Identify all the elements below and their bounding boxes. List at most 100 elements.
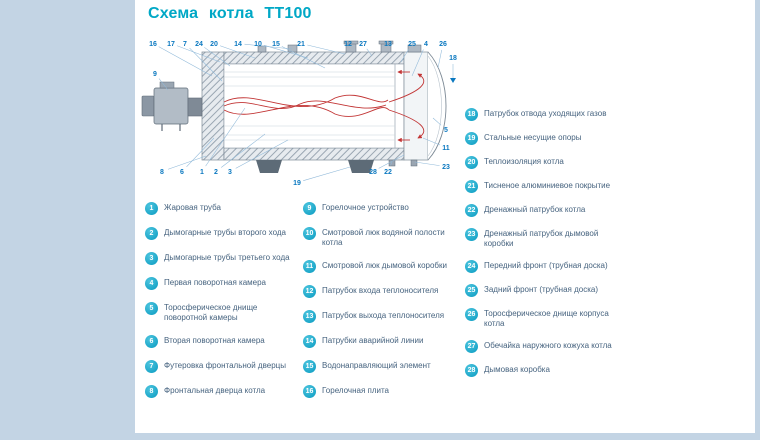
leader-line-27 [366, 48, 373, 57]
legend-number-badge: 18 [465, 108, 478, 121]
callout-number-1: 1 [200, 169, 204, 176]
leader-line-16 [158, 46, 213, 77]
leader-line-17 [177, 45, 221, 63]
legend-item-label: Дымогарные трубы третьего хода [164, 253, 290, 262]
legend-item-label: Патрубок выхода теплоносителя [322, 311, 445, 320]
torospherical-head [427, 51, 447, 161]
legend-number-badge: 13 [303, 310, 316, 323]
legend-item-label: Смотровой люк водяной полости котла [322, 228, 445, 247]
callout-number-25: 25 [408, 41, 416, 48]
legend-number-badge: 23 [465, 228, 478, 241]
boiler-shell [201, 51, 447, 161]
callout-number-6: 6 [180, 169, 184, 176]
flue-gas-arrow [450, 78, 456, 83]
leader-line-7 [189, 47, 223, 82]
legend-number-badge: 21 [465, 180, 478, 193]
burner [141, 81, 203, 131]
callout-number-14: 14 [234, 41, 242, 48]
legend-item-label: Дренажный патрубок дымовой коробки [484, 229, 599, 248]
legend-item-label: Смотровой люк дымовой коробки [322, 261, 447, 270]
callout-number-26: 26 [439, 41, 447, 48]
callout-number-21: 21 [297, 41, 305, 48]
leader-line-15 [281, 46, 326, 69]
leader-line-22 [390, 161, 393, 166]
top-fittings [257, 40, 422, 53]
leader-line-3 [235, 139, 289, 169]
support-legs [256, 160, 374, 173]
legend-item-23: 23 Дренажный патрубок дымовой коробки [465, 228, 615, 249]
legend-item-11: 11 Смотровой люк дымовой коробки [303, 260, 453, 273]
legend-item-21: 21 Тисненое алюминиевое покрытие [465, 180, 615, 193]
legend-item-label: Обечайка наружного кожуха котла [484, 341, 612, 350]
callout-number-7: 7 [183, 41, 187, 48]
callout-number-23: 23 [442, 164, 450, 171]
callout-number-17: 17 [167, 41, 175, 48]
callout-number-4: 4 [424, 41, 428, 48]
callout-number-11: 11 [442, 145, 450, 152]
legend-item-label: Дымогарные трубы второго хода [164, 228, 286, 237]
legend-item-25: 25 Задний фронт (трубная доска) [465, 284, 615, 297]
legend-number-badge: 25 [465, 284, 478, 297]
legend-item-14: 14 Патрубки аварийной линии [303, 335, 453, 348]
legend-number-badge: 24 [465, 260, 478, 273]
legend-item-20: 20 Теплоизоляция котла [465, 156, 615, 169]
legend-number-badge: 14 [303, 335, 316, 348]
callout-number-24: 24 [195, 41, 203, 48]
callout-number-9: 9 [153, 71, 157, 78]
flue-outlet [407, 44, 422, 53]
leader-line-6 [186, 137, 215, 167]
legend-item-label: Водонаправляющий элемент [322, 361, 431, 370]
leader-line-20 [220, 45, 256, 59]
callout-number-3: 3 [228, 169, 232, 176]
legend-number-badge: 5 [145, 302, 158, 315]
leader-line-19 [303, 166, 351, 181]
leader-line-8 [168, 155, 207, 170]
callout-number-15: 15 [272, 41, 280, 48]
callout-number-2: 2 [214, 169, 218, 176]
legend-number-badge: 6 [145, 335, 158, 348]
leader-line-25 [400, 48, 409, 63]
page-title: Схема котла ТТ100 [148, 5, 312, 22]
legend-item-label: Теплоизоляция котла [484, 157, 564, 166]
legend-number-badge: 10 [303, 227, 316, 240]
legend-item-3: 3 Дымогарные трубы третьего хода [145, 252, 295, 265]
callout-number-16: 16 [149, 41, 157, 48]
legend-item-label: Задний фронт (трубная доска) [484, 285, 598, 294]
legend-number-badge: 2 [145, 227, 158, 240]
callout-number-22: 22 [384, 169, 392, 176]
legend-item-label: Дренажный патрубок котла [484, 205, 586, 214]
callout-number-20: 20 [210, 41, 218, 48]
callout-number-19: 19 [293, 180, 301, 187]
legend-item-label: Передний фронт (трубная доска) [484, 261, 608, 270]
leader-line-24 [204, 47, 231, 67]
legend-item-2: 2 Дымогарные трубы второго хода [145, 227, 295, 240]
callout-number-13: 13 [384, 41, 392, 48]
leader-line-21 [307, 44, 346, 55]
legend-number-badge: 7 [145, 360, 158, 373]
legend-item-label: Патрубки аварийной линии [322, 336, 424, 345]
legend-item-label: Первая поворотная камера [164, 278, 266, 287]
legend-item-label: Фронтальная дверца котла [164, 386, 266, 395]
legend-number-badge: 16 [303, 385, 316, 398]
legend-item-24: 24 Передний фронт (трубная доска) [465, 260, 615, 273]
bottom-wall [223, 147, 405, 161]
fire-tubes [224, 71, 395, 141]
legend-number-badge: 3 [145, 252, 158, 265]
callout-number-18: 18 [449, 55, 457, 62]
legend-number-badge: 20 [465, 156, 478, 169]
callout-number-28: 28 [369, 169, 377, 176]
legend-item-label: Торосферическое днище корпуса котла [484, 309, 609, 328]
legend-number-badge: 11 [303, 260, 316, 273]
legend-item-label: Тисненое алюминиевое покрытие [484, 181, 611, 190]
